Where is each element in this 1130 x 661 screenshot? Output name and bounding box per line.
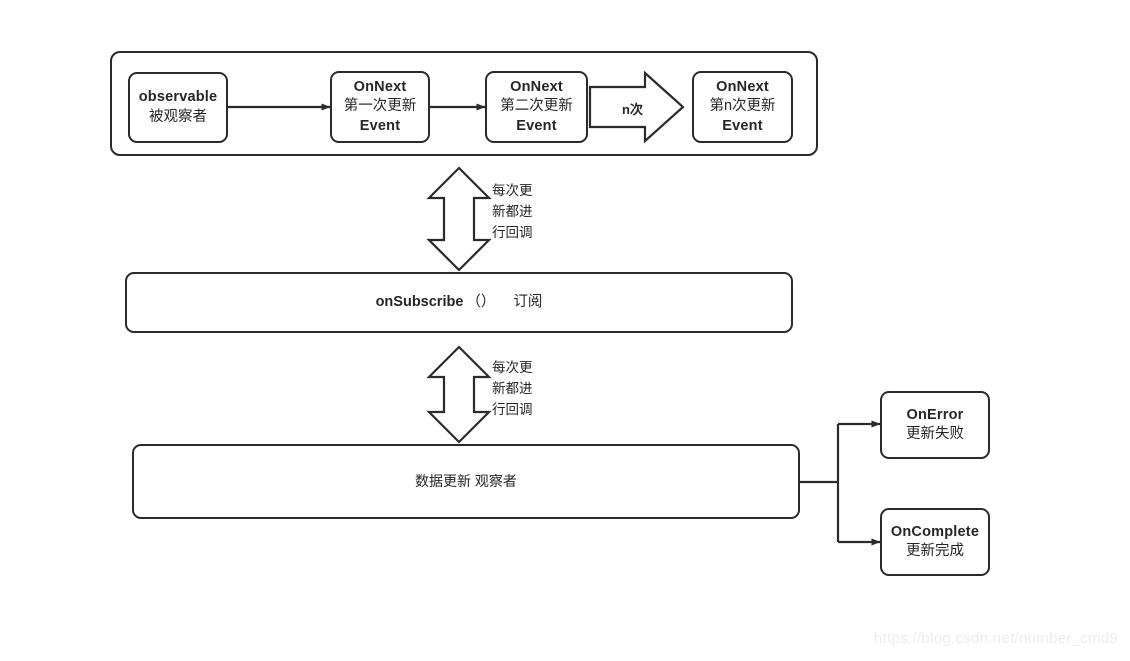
node-onerror-line1: OnError	[906, 406, 964, 423]
onsubscribe-label: onSubscribe （） 订阅	[376, 293, 543, 312]
callback-note-bottom: 每次更 新都进 行回调	[492, 360, 533, 417]
node-onsubscribe[interactable]: onSubscribe （） 订阅	[125, 272, 793, 333]
node-onnext-nth-line3: Event	[722, 117, 763, 134]
node-oncomplete-line1: OnComplete	[890, 523, 980, 540]
node-onnext-second-line2: 第二次更新	[500, 98, 573, 115]
node-observable[interactable]: observable 被观察者	[128, 72, 228, 143]
repeat-arrow-label: n次	[622, 102, 643, 117]
onsubscribe-paren: （）	[466, 293, 496, 310]
double-arrow-top	[426, 166, 492, 272]
node-observer-label: 数据更新 观察者	[415, 473, 517, 490]
node-onnext-nth-line2: 第n次更新	[709, 98, 776, 115]
observable-group-container	[110, 51, 818, 156]
onsubscribe-fn: onSubscribe	[375, 293, 464, 310]
node-onnext-first-line2: 第一次更新	[343, 98, 417, 115]
node-oncomplete[interactable]: OnComplete 更新完成	[880, 508, 990, 576]
double-arrow-bottom	[426, 345, 492, 444]
node-onnext-nth-line1: OnNext	[716, 79, 769, 96]
watermark: https://blog.csdn.net/number_cmd9	[874, 630, 1119, 647]
node-observer[interactable]: 数据更新 观察者	[132, 444, 800, 519]
node-onnext-first-line1: OnNext	[353, 79, 407, 96]
node-observable-line2: 被观察者	[149, 108, 207, 125]
node-observable-line1: observable	[138, 89, 218, 106]
node-onnext-first[interactable]: OnNext 第一次更新 Event	[330, 71, 430, 143]
node-onerror[interactable]: OnError 更新失败	[880, 391, 990, 459]
node-onnext-first-line3: Event	[359, 117, 401, 134]
node-oncomplete-line2: 更新完成	[906, 543, 964, 559]
onsubscribe-zh: 订阅	[513, 293, 543, 310]
node-onerror-line2: 更新失败	[906, 426, 964, 442]
callback-note-top: 每次更 新都进 行回调	[492, 183, 533, 240]
node-onnext-second-line3: Event	[516, 117, 557, 134]
node-onnext-nth[interactable]: OnNext 第n次更新 Event	[692, 71, 793, 143]
node-onnext-second[interactable]: OnNext 第二次更新 Event	[485, 71, 588, 143]
node-onnext-second-line1: OnNext	[510, 79, 563, 96]
